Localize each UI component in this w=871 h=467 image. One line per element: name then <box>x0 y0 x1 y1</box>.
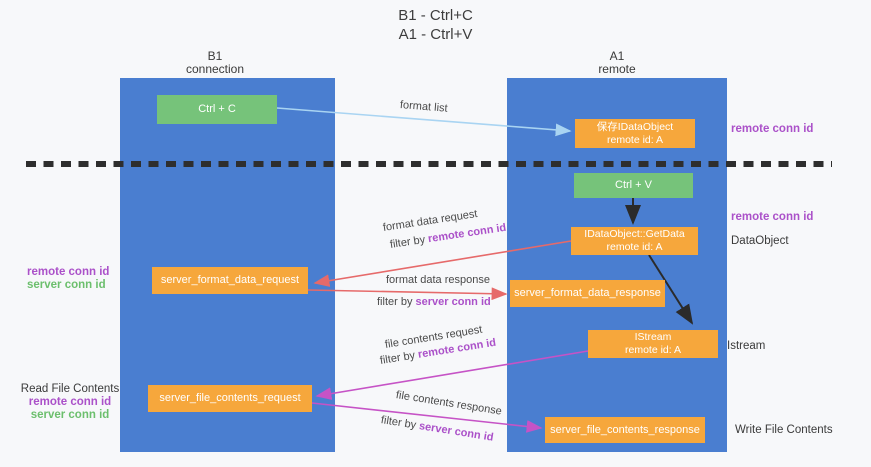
read-file-contents-annotations: Read File Contents remote conn id server… <box>14 383 126 421</box>
save-idataobject-line2: remote id: A <box>606 133 664 146</box>
lifeline-a1-name: A1 <box>609 49 625 63</box>
remote-conn-id-annotation-top-right: remote conn id <box>731 123 814 135</box>
node-ctrl-c: Ctrl + C <box>157 95 277 124</box>
lifeline-header-a1: A1 remote <box>557 50 677 76</box>
remote-conn-id-annotation-bottom-left: remote conn id <box>28 396 112 408</box>
title-line-1: B1 - Ctrl+C <box>398 7 473 24</box>
filter-by-text: filter by <box>389 233 426 251</box>
lifeline-b1-role: connection <box>185 62 245 76</box>
file-contents-response-label: file contents response <box>395 389 503 418</box>
format-data-response-arrow <box>307 287 508 301</box>
save-idataobject-line1: 保存IDataObject <box>596 120 674 133</box>
server-conn-id-text: server conn id <box>418 420 495 444</box>
server-conn-id-text: server conn id <box>415 296 491 308</box>
left-conn-id-annotations: remote conn id server conn id <box>27 266 109 291</box>
remote-conn-id-annotation-right: remote conn id <box>731 211 814 223</box>
node-server-file-contents-request: server_file_contents_request <box>148 385 312 412</box>
node-server-format-data-response: server_format_data_response <box>510 280 665 307</box>
server-conn-id-annotation-bottom-left: server conn id <box>30 409 110 421</box>
node-idataobject-getdata: IDataObject::GetData remote id: A <box>571 227 698 255</box>
diagram-title: B1 - Ctrl+C A1 - Ctrl+V <box>0 6 871 44</box>
server-file-contents-response-label: server_file_contents_response <box>550 423 700 436</box>
lifeline-header-b1: B1 connection <box>155 50 275 76</box>
istream-line2: remote id: A <box>624 344 682 356</box>
remote-conn-id-annotation-left: remote conn id <box>27 266 110 278</box>
filter-by-text: filter by <box>377 296 413 308</box>
format-data-response-label: format data response <box>386 274 490 286</box>
getdata-line2: remote id: A <box>606 241 663 253</box>
write-file-contents-annotation: Write File Contents <box>735 424 833 436</box>
server-format-data-request-label: server_format_data_request <box>160 274 300 286</box>
ctrl-c-label: Ctrl + C <box>198 103 236 115</box>
node-save-idataobject: 保存IDataObject remote id: A <box>575 119 695 148</box>
title-line-2: A1 - Ctrl+V <box>398 26 473 43</box>
format-data-response-filter-label: filter by server conn id <box>377 296 491 308</box>
lifeline-b1-name: B1 <box>207 49 223 63</box>
node-ctrl-v: Ctrl + V <box>574 173 693 198</box>
istream-annotation: Istream <box>727 340 766 352</box>
server-format-data-response-label: server_format_data_response <box>514 287 661 299</box>
server-file-contents-request-label: server_file_contents_request <box>159 392 301 404</box>
getdata-line1: IDataObject::GetData <box>584 228 685 240</box>
node-server-format-data-request: server_format_data_request <box>152 267 308 294</box>
read-file-contents-annotation: Read File Contents <box>20 383 120 395</box>
lifeline-a1-role: remote <box>598 62 636 76</box>
istream-line1: IStream <box>634 331 672 343</box>
node-server-file-contents-response: server_file_contents_response <box>545 417 705 443</box>
ctrl-v-label: Ctrl + V <box>615 179 652 191</box>
server-conn-id-annotation-left: server conn id <box>27 279 106 291</box>
node-istream: IStream remote id: A <box>588 330 718 358</box>
filter-by-text: filter by <box>380 414 417 432</box>
file-contents-response-filter-label: filter by server conn id <box>380 414 494 444</box>
dataobject-annotation: DataObject <box>731 235 789 247</box>
filter-by-text: filter by <box>379 349 416 367</box>
format-list-label: format list <box>399 99 449 115</box>
